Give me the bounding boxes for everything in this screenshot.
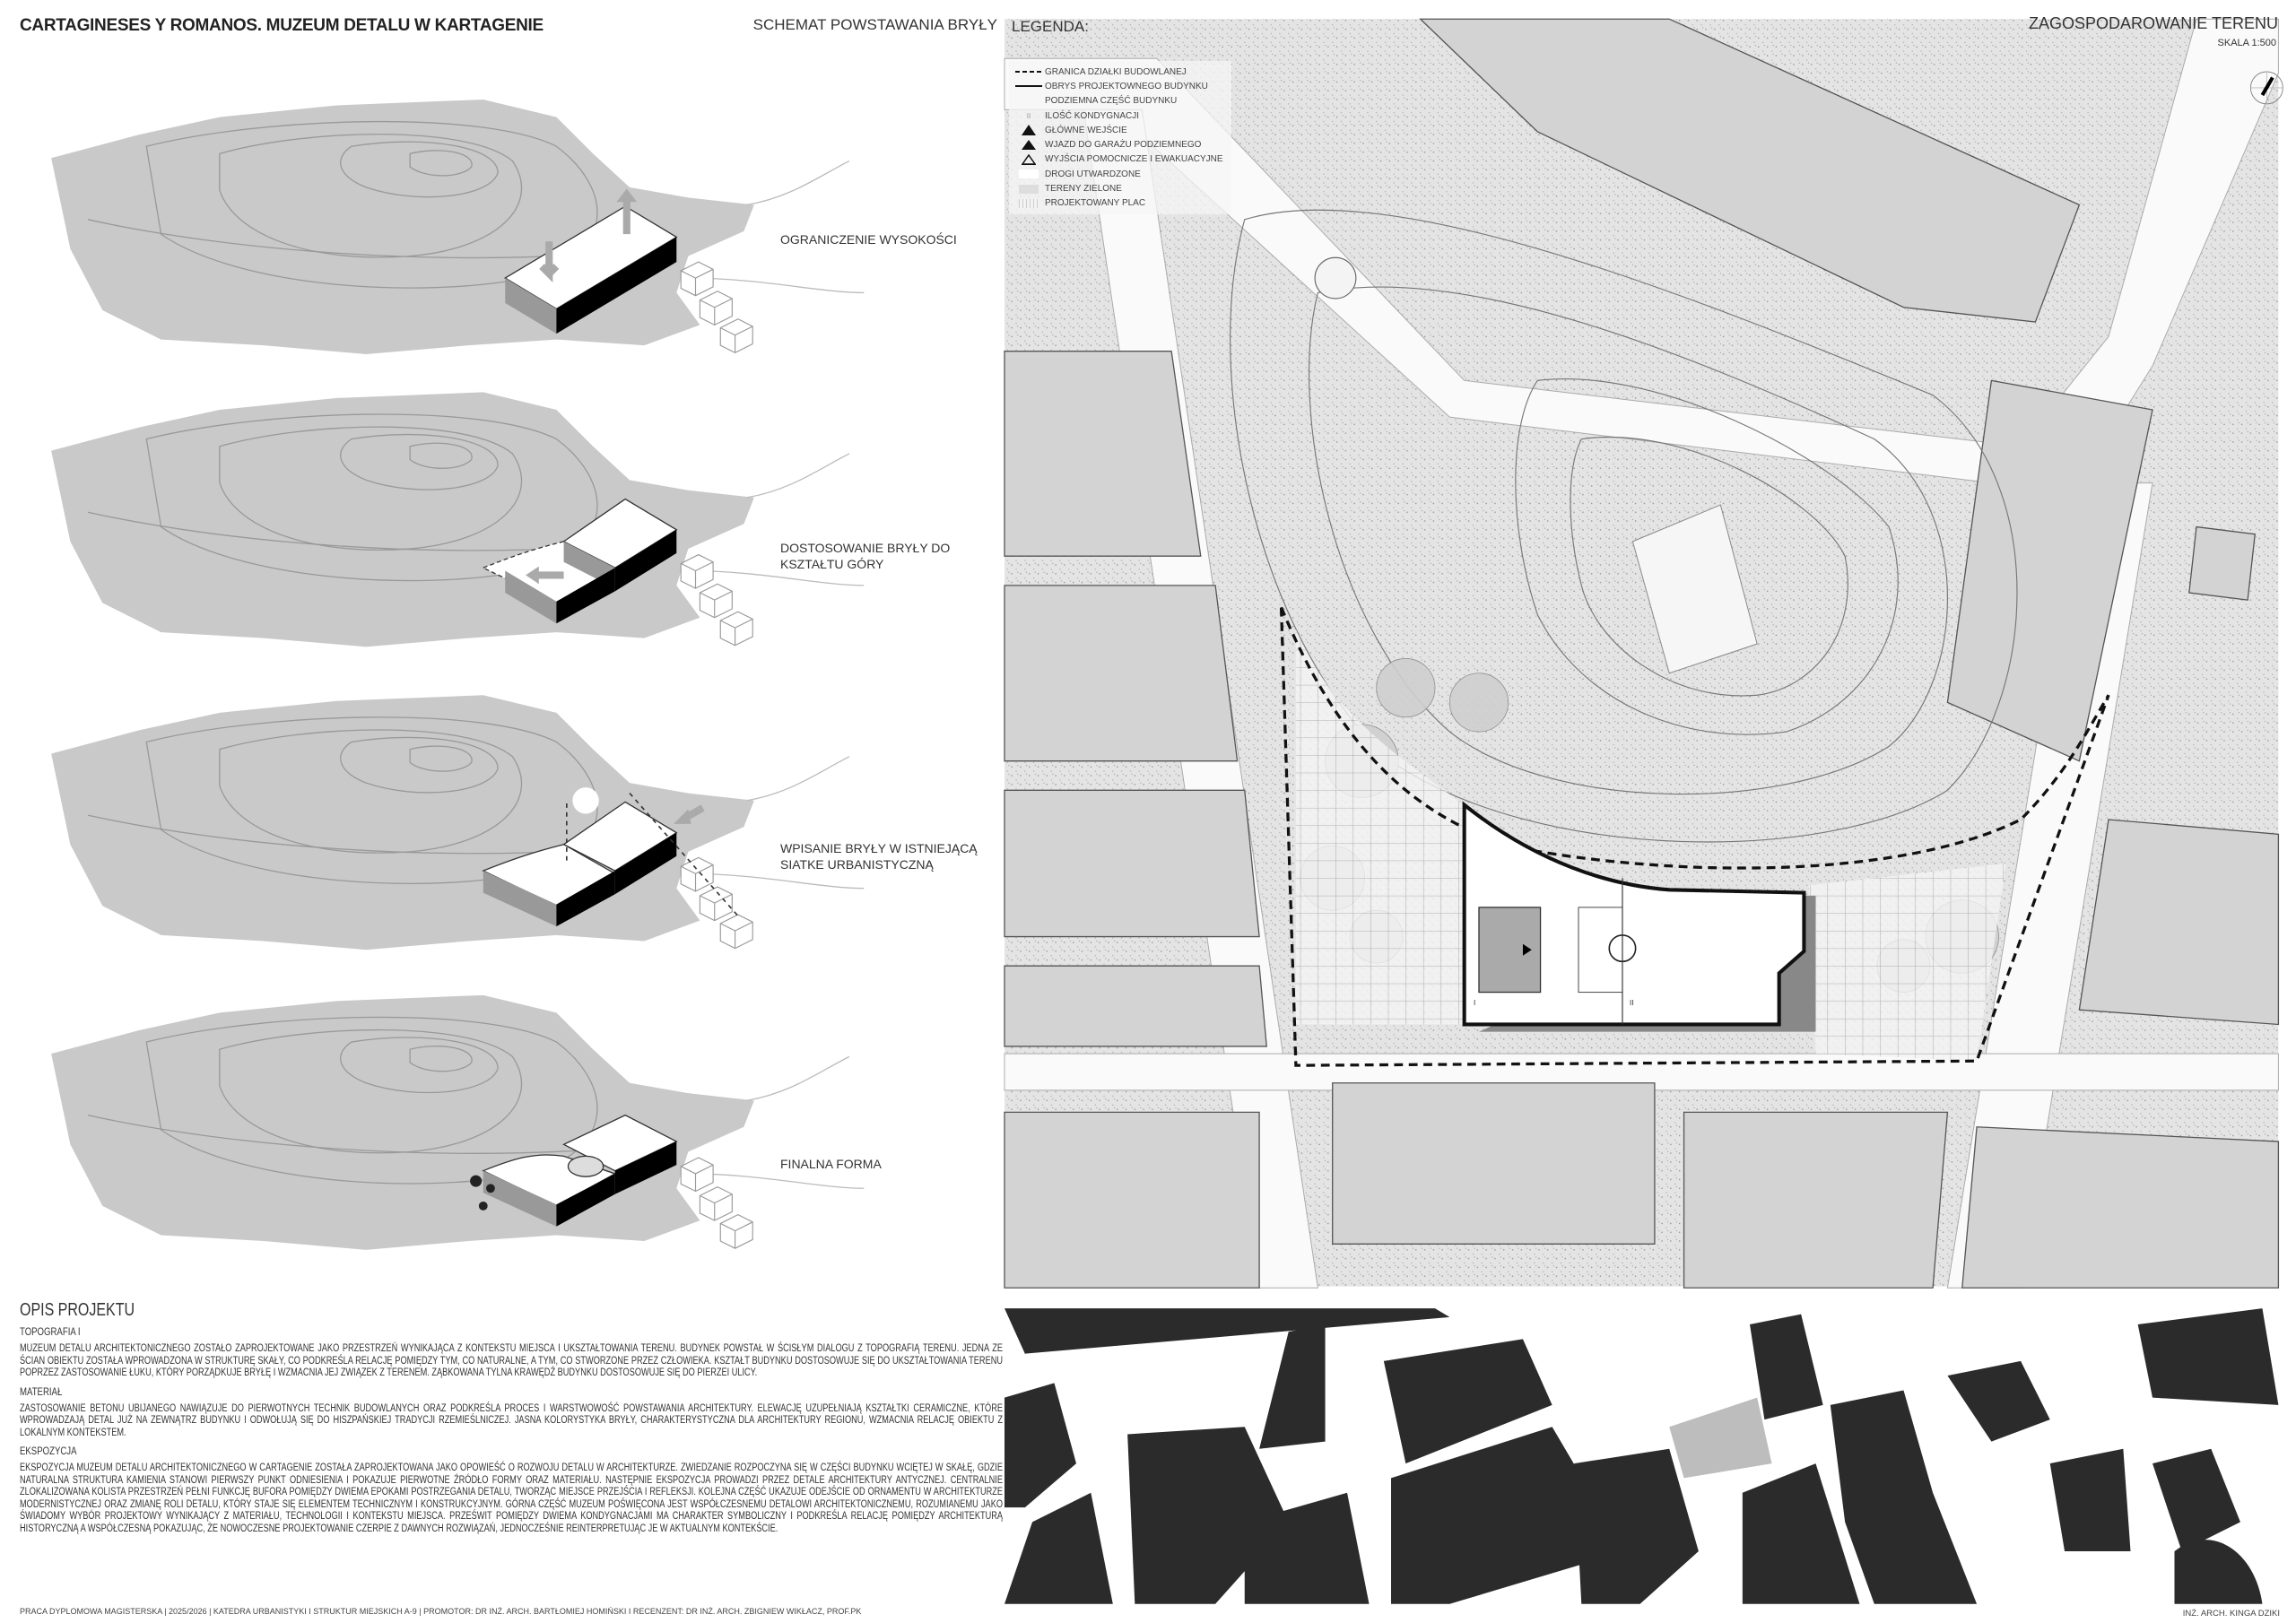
plaza-swatch <box>1013 198 1045 208</box>
section-title: TOPOGRAFIA I <box>20 1325 81 1338</box>
plan-heading: ZAGOSPODAROWANIE TERENU <box>2028 14 2278 32</box>
step-4-label: FINALNA FORMA <box>780 1157 882 1171</box>
author-name: INŻ. ARCH. KINGA DZIKI <box>2182 1609 2280 1619</box>
step-3-label: WPISANIE BRYŁY W ISTNIEJĄCĄ SIATKE URBAN… <box>780 841 978 872</box>
legend-item: GŁÓWNE WEJŚCIE <box>1013 123 1228 137</box>
description-heading: OPIS PROJEKTU <box>20 1300 135 1320</box>
green-areas-swatch <box>1013 184 1045 194</box>
legend-item: DROGI UTWARDZONE <box>1013 167 1228 181</box>
entrance-mark-1: I <box>1474 999 1476 1007</box>
legend-heading: LEGENDA: <box>1012 18 1089 35</box>
north-arrow-icon <box>2249 71 2283 105</box>
solid-line-icon <box>1013 84 1045 88</box>
schemat-heading: SCHEMAT POWSTAWANIA BRYŁY <box>752 16 997 33</box>
plan-scale: SKALA 1:500 <box>2217 38 2276 48</box>
step-2-diagram <box>50 391 865 648</box>
step-2-label: DOSTOSOWANIE BRYŁY DO KSZTAŁTU GÓRY <box>780 541 951 571</box>
step-3-diagram <box>50 694 865 950</box>
section-title: MATERIAŁ <box>20 1384 63 1398</box>
site-plan <box>1004 18 2280 1289</box>
garage-entrance-triangle-icon <box>1013 140 1045 151</box>
step-1-label: OGRANICZENIE WYSOKOŚCI <box>780 232 957 247</box>
entrance-mark-2: II <box>1630 999 1634 1007</box>
step-1-diagram <box>50 99 865 355</box>
footer-credits: PRACA DYPLOMOWA MAGISTERSKA | 2025/2026 … <box>20 1607 862 1616</box>
section-text: EKSPOZYCJA MUZEUM DETALU ARCHITEKTONICZN… <box>20 1462 1003 1534</box>
legend: GRANICA DZIAŁKI BUDOWLANEJ OBRYS PROJEKT… <box>1009 61 1231 214</box>
project-description: OPIS PROJEKTU TOPOGRAFIA I MUZEUM DETALU… <box>20 1300 1003 1541</box>
legend-item: TERENY ZIELONE <box>1013 181 1228 195</box>
floor-count-icon: II <box>1026 111 1031 120</box>
step-4-diagram <box>50 994 865 1251</box>
legend-item: PODZIEMNA CZĘŚĆ BUDYNKU <box>1045 96 1178 107</box>
legend-item: WJAZD DO GARAŻU PODZIEMNEGO <box>1013 137 1228 152</box>
paved-roads-swatch <box>1013 169 1045 179</box>
dashed-line-icon <box>1013 70 1045 74</box>
section-text: MUZEUM DETALU ARCHITEKTONICZNEGO ZOSTAŁO… <box>20 1343 1003 1378</box>
legend-item: OBRYS PROJEKTOWNEGO BUDYNKU <box>1013 79 1228 93</box>
section-text: ZASTOSOWANIE BETONU UBIJANEGO NAWIĄZUJE … <box>20 1402 1003 1438</box>
emergency-exit-triangle-icon <box>1013 153 1045 165</box>
section-title: EKSPOZYCJA <box>20 1445 77 1457</box>
legend-item: PROJEKTOWANY PLAC <box>1013 196 1228 211</box>
legend-item: WYJŚCIA POMOCNICZE I EWAKUACYJNE <box>1013 152 1228 167</box>
legend-item: GRANICA DZIAŁKI BUDOWLANEJ <box>1013 65 1228 79</box>
main-entrance-triangle-icon <box>1013 125 1045 136</box>
poster-title: CARTAGINESES Y ROMANOS. MUZEUM DETALU W … <box>20 16 544 35</box>
figure-ground-plan <box>1004 1308 2279 1604</box>
